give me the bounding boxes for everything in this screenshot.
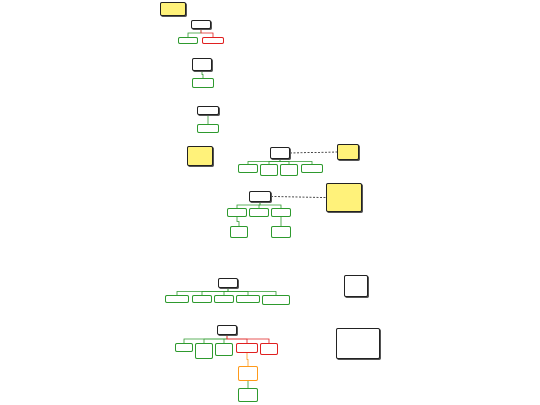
topic-node[interactable] (270, 147, 290, 159)
branch-connector (223, 335, 228, 343)
subtopic-node[interactable] (238, 388, 258, 402)
branch-connector (203, 335, 228, 343)
subtopic-node[interactable] (271, 208, 291, 217)
subtopic-node[interactable] (227, 208, 247, 217)
note-box[interactable] (326, 183, 362, 212)
subtopic-node[interactable] (192, 78, 214, 88)
subtopic-node[interactable] (202, 37, 224, 44)
dashed-connector (270, 196, 327, 198)
subtopic-node[interactable] (195, 343, 213, 359)
subtopic-node[interactable] (238, 366, 258, 381)
subtopic-node[interactable] (260, 343, 278, 355)
subtopic-node[interactable] (280, 164, 298, 176)
topic-node[interactable] (249, 191, 271, 202)
subtopic-node[interactable] (230, 226, 248, 238)
branch-connector (226, 335, 270, 343)
branch-connector (227, 288, 277, 295)
subtopic-node[interactable] (260, 164, 278, 176)
subtopic-node[interactable] (249, 208, 269, 217)
branch-connector (223, 288, 229, 295)
subtopic-node[interactable] (238, 164, 258, 173)
topic-node[interactable] (218, 278, 238, 288)
topic-node[interactable] (191, 20, 211, 29)
branch-connector (201, 71, 204, 78)
topic-node[interactable] (217, 325, 237, 335)
subtopic-node[interactable] (178, 37, 198, 44)
branch-connector (200, 29, 214, 37)
subtopic-node[interactable] (301, 164, 323, 173)
subtopic-node[interactable] (197, 124, 219, 133)
subtopic-node[interactable] (165, 295, 189, 303)
subtopic-node[interactable] (236, 295, 260, 303)
subtopic-node[interactable] (236, 343, 258, 353)
subtopic-node[interactable] (192, 295, 212, 303)
text-box[interactable] (344, 275, 368, 297)
subtopic-node[interactable] (271, 226, 291, 238)
branch-connector (236, 217, 240, 226)
branch-connector (259, 202, 282, 208)
branch-connector (187, 29, 202, 37)
note-box[interactable] (337, 144, 359, 160)
subtopic-node[interactable] (214, 295, 234, 303)
note-box[interactable] (160, 2, 186, 16)
note-box[interactable] (187, 146, 213, 166)
topic-node[interactable] (192, 58, 212, 71)
subtopic-node[interactable] (175, 343, 193, 352)
subtopic-node[interactable] (215, 343, 233, 356)
subtopic-node[interactable] (262, 295, 290, 305)
branch-connector (246, 353, 249, 366)
topic-node[interactable] (197, 106, 219, 115)
text-box[interactable] (336, 328, 380, 359)
dashed-connector (289, 151, 338, 154)
branch-connector (279, 159, 313, 164)
